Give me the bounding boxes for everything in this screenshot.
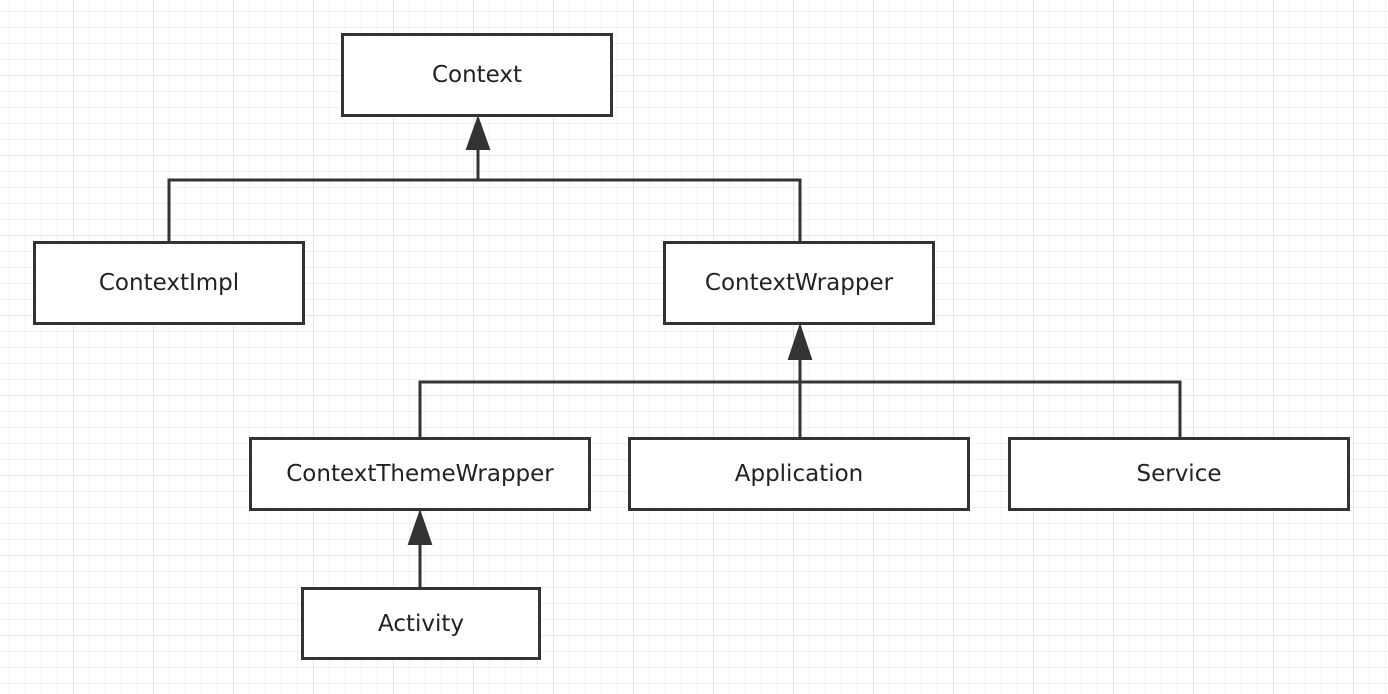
edge-contextthemewrapper-to-contextwrapper [418,356,802,437]
node-application: Application [628,437,970,511]
edge-service-to-contextwrapper [800,380,1182,437]
node-service: Service [1008,437,1350,511]
arrowhead-contextthemewrapper [407,508,433,545]
node-label: ContextWrapper [704,270,894,296]
node-label: Activity [377,610,464,637]
node-contextthemewrapper: ContextThemeWrapper [249,437,591,511]
arrowhead-context [465,115,491,150]
node-activity: Activity [301,587,541,660]
node-label: Service [1136,461,1222,487]
edge-contextimpl-to-context [167,146,480,241]
node-label: ContextImpl [98,270,240,296]
node-label: ContextThemeWrapper [286,461,554,487]
node-label: Context [431,62,523,88]
node-contextwrapper: ContextWrapper [663,241,935,325]
node-contextimpl: ContextImpl [33,241,305,325]
arrowhead-contextwrapper [787,322,813,360]
node-context: Context [341,33,613,117]
edge-contextwrapper-to-context [478,178,802,241]
node-label: Application [734,461,864,487]
